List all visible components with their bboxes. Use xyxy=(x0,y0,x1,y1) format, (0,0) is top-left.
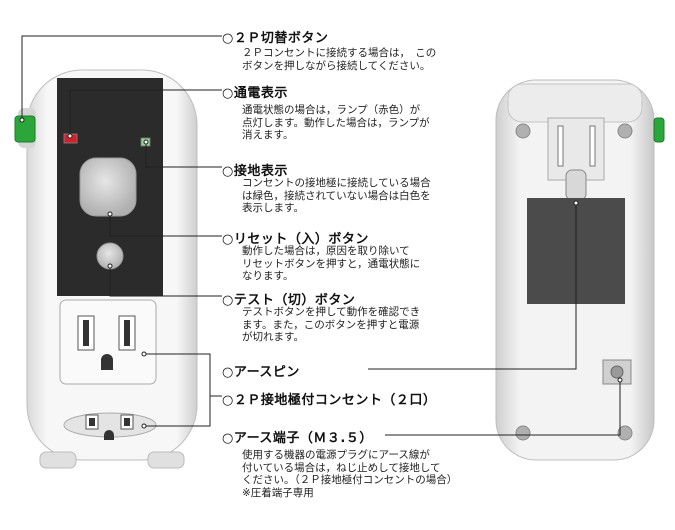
callout-test-button-line-2: ます。また，このボタンを押すと電源 xyxy=(242,318,420,331)
callout-earth-terminal-line-1: 使用する機器の電源プラグにアース線が xyxy=(242,449,430,461)
back-top-cap xyxy=(507,83,643,123)
reset-button xyxy=(79,157,137,217)
back-screw-br xyxy=(617,425,633,441)
callout-grounded-outlet-title: ○２Ｐ接地極付コンセント（２口） xyxy=(222,393,437,408)
earth-pin xyxy=(565,169,587,201)
callout-2p-switch-line-1: ２Ｐコンセントに接続する場合は， この xyxy=(242,47,437,59)
callout-earth-terminal-line-4: ※圧着端子専用 xyxy=(242,486,314,499)
callout-earth-terminal-desc: 使用する機器の電源プラグにアース線が 付いている場合は，ねじ止めして接地して く… xyxy=(242,449,457,499)
callout-reset-button-line-2: リセットボタンを押すと，通電状態に xyxy=(242,257,421,270)
back-screw-tl xyxy=(515,123,531,139)
earth-terminal-screw xyxy=(610,365,624,379)
callout-power-indicator-title: ○通電表示 xyxy=(222,86,288,101)
leader-earth-pin xyxy=(368,203,577,370)
leader-reset-button xyxy=(109,214,222,237)
plug-prong-left xyxy=(557,125,564,167)
front-foot-left xyxy=(39,451,77,469)
back-side-switch xyxy=(653,117,665,143)
leader-2p-switch xyxy=(21,35,222,120)
callout-2p-switch-title: ○２Ｐ切替ボタン xyxy=(222,31,329,46)
callout-earth-terminal-line-2: 付いている場合は，ねじ止めして接地して xyxy=(242,461,441,474)
callout-ground-indicator-line-1: コンセントの接地極に接続している場合 xyxy=(242,177,431,189)
callout-test-button-title: ○テスト（切）ボタン xyxy=(222,293,356,308)
leader-upper-outlet xyxy=(144,353,222,397)
leader-earth-terminal xyxy=(385,380,621,436)
leader-lower-outlet xyxy=(144,396,211,427)
callout-power-indicator-desc: 通電状態の場合は，ランプ（赤色）が 点灯します。動作した場合は，ランプが 消えま… xyxy=(242,104,430,142)
callout-reset-button-line-1: 動作した場合は，原因を取り除いて xyxy=(242,245,410,257)
leader-test-button xyxy=(109,266,222,297)
dot-lower-outlet xyxy=(141,423,147,429)
callout-earth-terminal-title: ○アース端子（Ｍ３.５） xyxy=(222,431,373,446)
callout-ground-indicator-title: ○接地表示 xyxy=(222,164,288,179)
leader-power-lamp xyxy=(69,89,222,136)
dot-upper-outlet xyxy=(141,351,147,357)
front-view xyxy=(14,69,198,469)
back-screw-tr xyxy=(617,123,633,139)
2p-switch-button xyxy=(14,115,36,143)
callout-reset-button-title: ○リセット（入）ボタン xyxy=(222,232,369,247)
leader-lines xyxy=(19,35,623,436)
lower-outlet-slot-right-inner xyxy=(124,418,130,426)
callout-power-indicator-line-3: 消えます。 xyxy=(242,129,294,141)
callout-test-button-line-3: が切れます。 xyxy=(242,331,304,343)
dot-earth-terminal xyxy=(617,377,623,383)
callout-power-indicator-line-2: 点灯します。動作した場合は，ランプが xyxy=(242,116,430,129)
callout-test-button-line-1: テストボタンを押して動作を確認でき xyxy=(242,306,421,318)
callout-2p-switch-line-2: ボタンを押しながら接続してください。 xyxy=(242,59,431,72)
dot-power-lamp xyxy=(67,133,73,139)
dot-test xyxy=(107,263,113,269)
callout-reset-button-line-3: なります。 xyxy=(242,270,294,282)
plug-prong-right xyxy=(589,125,596,167)
callout-test-button-desc: テストボタンを押して動作を確認でき ます。また，このボタンを押すと電源 が切れま… xyxy=(242,306,420,344)
back-view xyxy=(495,79,665,461)
upper-outlet-ground-hole xyxy=(101,354,113,370)
callout-ground-indicator-line-2: は緑色，接続されていない場合は白色を xyxy=(242,189,431,202)
callout-reset-button-desc: 動作した場合は，原因を取り除いて リセットボタンを押すと，通電状態に なります。 xyxy=(242,245,420,283)
dot-reset xyxy=(107,211,113,217)
callout-power-indicator-line-1: 通電状態の場合は，ランプ（赤色）が xyxy=(242,104,421,116)
callout-ground-indicator-line-3: 表示します。 xyxy=(242,202,304,214)
upper-outlet-slot-right-inner xyxy=(124,320,130,346)
front-foot-right xyxy=(147,451,185,469)
leader-ground-indicator xyxy=(145,142,222,168)
upper-outlet-face xyxy=(59,299,157,385)
callout-2p-switch-desc: ２Ｐコンセントに接続する場合は， この ボタンを押しながら接続してください。 xyxy=(242,47,436,72)
callout-earth-pin-title: ○アースピン xyxy=(222,365,300,380)
dot-ground xyxy=(143,139,149,145)
callout-ground-indicator-desc: コンセントの接地極に接続している場合 は緑色，接続されていない場合は白色を 表示… xyxy=(242,177,431,215)
lower-outlet-slot-left-inner xyxy=(89,418,95,426)
callout-earth-terminal-line-3: ください。（２Ｐ接地極付コンセントの場合） xyxy=(242,474,458,486)
back-screw-bl xyxy=(515,425,531,441)
dot-earth-pin xyxy=(573,200,579,206)
upper-outlet-slot-left-inner xyxy=(83,320,89,346)
lower-outlet-ground-hole xyxy=(104,430,114,440)
dot-2p-switch xyxy=(19,117,25,123)
